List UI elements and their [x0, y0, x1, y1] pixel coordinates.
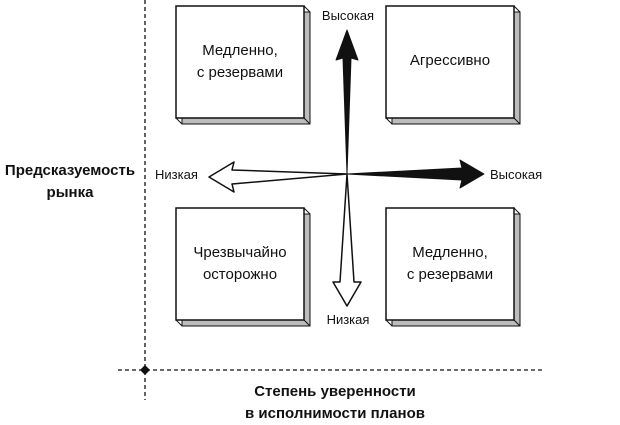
quadrant-bottom-right-line1: Медленно, — [412, 244, 488, 261]
axis-origin-marker — [140, 365, 150, 375]
quadrant-top-right-line1: Агрессивно — [409, 52, 491, 69]
quadrant-bottom-right-label: Медленно, с резервами — [386, 242, 514, 286]
x-axis-title-line1: Степень уверенности — [254, 383, 416, 400]
box-top-right — [385, 5, 521, 125]
y-axis-title-line2: рынка — [46, 184, 94, 201]
y-axis-title: Предсказуемость рынка — [0, 160, 140, 204]
quadrant-top-right-label: Агрессивно — [386, 50, 514, 72]
x-axis-title: Степень уверенности в исполнимости плано… — [220, 381, 450, 425]
arrow-up-high — [335, 29, 359, 175]
box-bottom-right — [385, 207, 521, 327]
quadrant-bottom-right-line2: с резервами — [406, 266, 494, 283]
quadrant-top-left-line2: с резервами — [196, 64, 284, 81]
x-axis-title-line2: в исполнимости планов — [245, 405, 425, 422]
quadrant-bottom-left-label: Чрезвычайно осторожно — [176, 242, 304, 286]
arrow-left-low — [208, 161, 348, 193]
quadrant-bottom-left-line1: Чрезвычайно — [193, 244, 287, 261]
quadrant-bottom-left-line2: осторожно — [202, 266, 278, 283]
arrow-right-high — [346, 159, 485, 189]
x-axis-high-label: Высокая — [490, 167, 543, 182]
quadrant-top-left-label: Медленно, с резервами — [176, 40, 304, 84]
y-axis-low-label: Низкая — [326, 312, 370, 327]
box-bottom-left — [175, 207, 311, 327]
y-axis-high-label: Высокая — [321, 8, 375, 23]
arrow-down-low — [332, 173, 362, 307]
x-axis-low-label: Низкая — [155, 167, 198, 182]
quadrant-top-left-line1: Медленно, — [202, 42, 278, 59]
box-top-left — [175, 5, 311, 125]
y-axis-title-line1: Предсказуемость — [4, 162, 136, 179]
